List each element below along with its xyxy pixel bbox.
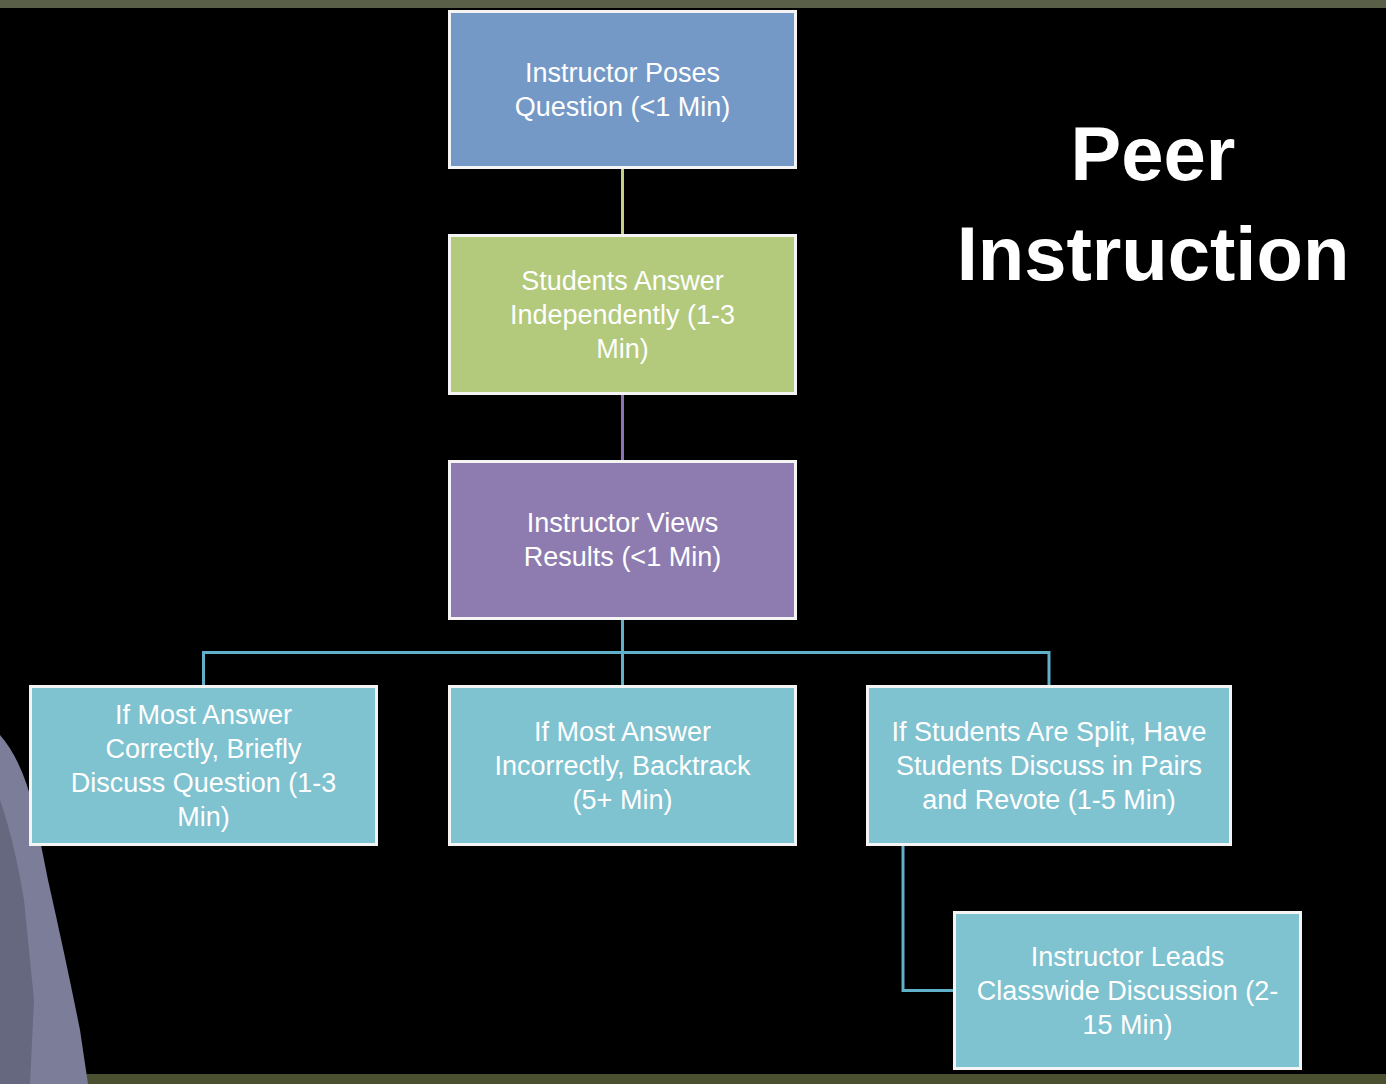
- box-label: Instructor Views Results (<1 Min): [498, 506, 748, 574]
- process-box: If Students Are Split, Have Students Dis…: [866, 685, 1232, 846]
- box-label: If Students Are Split, Have Students Dis…: [878, 715, 1220, 817]
- top-strip: [0, 0, 1386, 8]
- process-box: Students Answer Independently (1-3 Min): [448, 234, 797, 395]
- process-box: If Most Answer Incorrectly, Backtrack (5…: [448, 685, 797, 846]
- process-box: Instructor Leads Classwide Discussion (2…: [953, 911, 1302, 1070]
- box-label: If Most Answer Correctly, Briefly Discus…: [64, 698, 344, 834]
- process-box: Instructor Poses Question (<1 Min): [448, 10, 797, 169]
- box-label: Instructor Leads Classwide Discussion (2…: [968, 940, 1288, 1042]
- connector-line: [903, 846, 953, 991]
- connector-line: [204, 620, 623, 685]
- connector-line: [621, 169, 624, 234]
- box-label: Students Answer Independently (1-3 Min): [493, 264, 753, 366]
- box-label: If Most Answer Incorrectly, Backtrack (5…: [478, 715, 768, 817]
- bottom-strip: [0, 1074, 1386, 1084]
- box-label: Instructor Poses Question (<1 Min): [488, 56, 758, 124]
- process-box: Instructor Views Results (<1 Min): [448, 460, 797, 620]
- process-box: If Most Answer Correctly, Briefly Discus…: [29, 685, 378, 846]
- connector-line: [621, 395, 624, 460]
- slide-title: Peer Instruction: [930, 104, 1376, 304]
- connector-line: [623, 620, 1050, 685]
